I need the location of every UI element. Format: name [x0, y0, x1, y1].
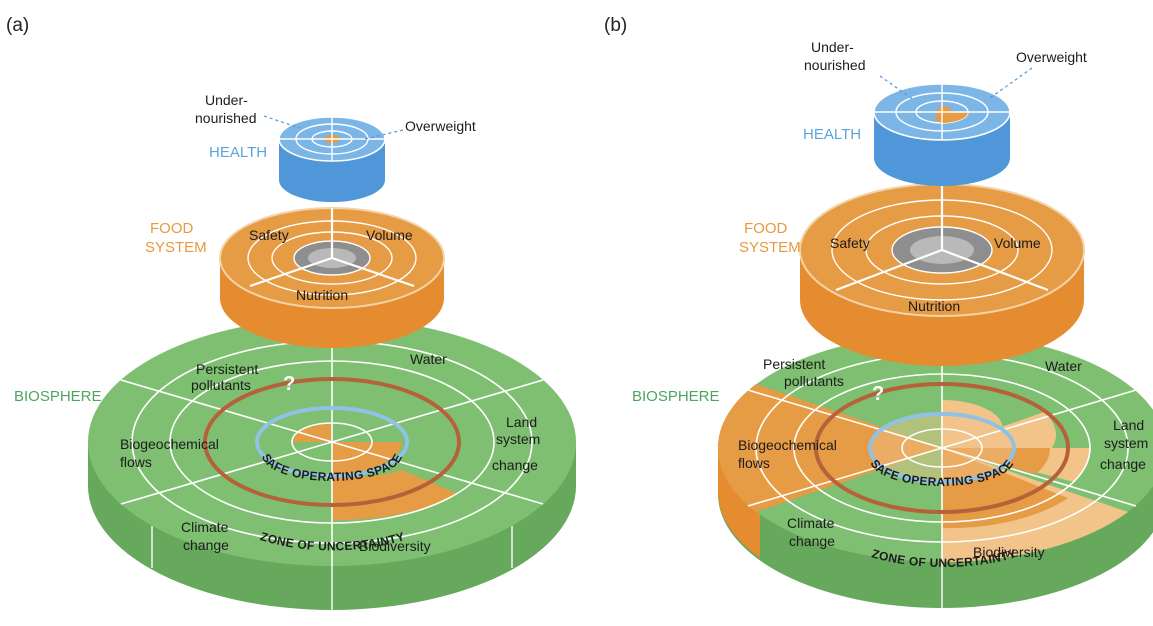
panel-a-food-nutrition: Nutrition — [296, 287, 348, 303]
panel-b: (b) — [604, 15, 1153, 608]
panel-a-biogeochemical-line2: flows — [120, 454, 152, 470]
panel-b-land-line3: change — [1100, 456, 1146, 472]
panel-b-food-title-line2: SYSTEM — [739, 239, 801, 256]
panel-a-food-title-line2: SYSTEM — [145, 239, 207, 256]
panel-a-water: Water — [410, 351, 447, 367]
panel-a-health-title: HEALTH — [209, 144, 267, 161]
panel-b-undernourished-line2: nourished — [804, 57, 866, 73]
panel-b-climate-line2: change — [789, 533, 835, 549]
panel-a-climate-line1: Climate — [181, 519, 229, 535]
panel-a-biosphere-title: BIOSPHERE — [14, 388, 102, 405]
panel-b-label: (b) — [604, 15, 627, 36]
panel-a-land-line3: change — [492, 457, 538, 473]
panel-a-biodiversity: Biodiversity — [359, 538, 431, 554]
panel-a-biosphere-disc — [88, 318, 576, 610]
panel-a-food-safety: Safety — [249, 227, 289, 243]
panel-a-label: (a) — [6, 15, 29, 36]
panel-a-food-disc — [219, 207, 445, 348]
panel-a-undernourished-line2: nourished — [195, 110, 257, 126]
panel-b-biogeochemical-line2: flows — [738, 455, 770, 471]
panel-a-overweight-label: Overweight — [405, 118, 476, 134]
panel-b-biogeochemical-line1: Biogeochemical — [738, 437, 837, 453]
panel-a-persistent-pollutants-line2: pollutants — [191, 377, 251, 393]
panel-a-food-title-line1: FOOD — [150, 220, 193, 237]
panel-b-land-line1: Land — [1113, 417, 1144, 433]
panel-b-overweight-label: Overweight — [1016, 49, 1087, 65]
panel-b-food-nutrition: Nutrition — [908, 298, 960, 314]
panel-b-health-disc — [873, 67, 1033, 186]
panel-b-land-line2: system — [1104, 435, 1148, 451]
panel-b-climate-line1: Climate — [787, 515, 835, 531]
panel-b-health-title: HEALTH — [803, 126, 861, 143]
panel-a-food-volume: Volume — [366, 227, 413, 243]
panel-a-persistent-pollutants-line1: Persistent — [196, 361, 258, 377]
panel-b-food-disc — [799, 183, 1085, 366]
panel-a: (a) — [6, 15, 576, 610]
panel-b-biodiversity: Biodiversity — [973, 544, 1045, 560]
panel-a-undernourished-line1: Under- — [205, 92, 248, 108]
panel-b-persistent-pollutants-line1: Persistent — [763, 356, 825, 372]
panel-a-climate-line2: change — [183, 537, 229, 553]
panel-a-biogeochemical-line1: Biogeochemical — [120, 436, 219, 452]
panel-b-biosphere-title: BIOSPHERE — [632, 388, 720, 405]
panel-b-food-volume: Volume — [994, 235, 1041, 251]
panel-b-food-safety: Safety — [830, 235, 870, 251]
panel-b-undernourished-line1: Under- — [811, 39, 854, 55]
panel-b-biosphere-disc — [717, 334, 1153, 608]
panel-b-persistent-pollutants-line2: pollutants — [784, 373, 844, 389]
panel-b-water: Water — [1045, 358, 1082, 374]
panel-b-food-title-line1: FOOD — [744, 220, 787, 237]
panel-a-question-mark: ? — [283, 373, 295, 395]
panel-a-land-line2: system — [496, 431, 540, 447]
panel-a-land-line1: Land — [506, 414, 537, 430]
panel-b-question-mark: ? — [872, 383, 884, 405]
panel-a-health-disc — [263, 115, 404, 202]
